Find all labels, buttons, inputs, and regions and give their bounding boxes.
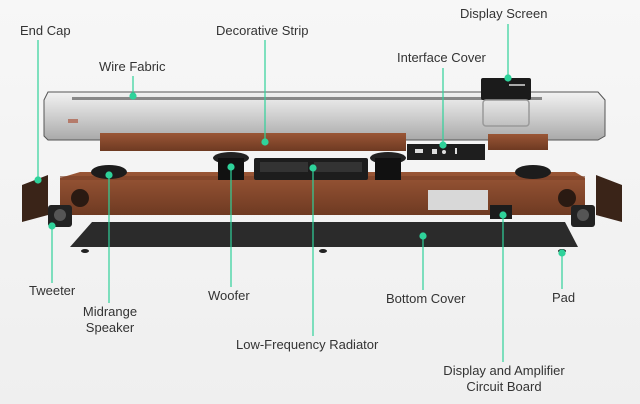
label-interface-cover: Interface Cover (397, 50, 486, 65)
label-low-frequency-radiator: Low-Frequency Radiator (236, 337, 379, 352)
label-bottom-cover: Bottom Cover (386, 291, 466, 306)
label-display-screen: Display Screen (460, 6, 548, 21)
label-end-cap: End Cap (20, 23, 71, 38)
end-cap-left (22, 175, 48, 222)
label-tweeter: Tweeter (29, 283, 76, 298)
label-circuit-line2: Circuit Board (466, 379, 542, 394)
leader-lines (34, 24, 566, 362)
display-screen-part (481, 78, 531, 127)
label-decorative-strip: Decorative Strip (216, 23, 309, 38)
end-cap-right (596, 175, 622, 222)
interface-cover-part (407, 144, 485, 160)
decorative-strip-right (488, 134, 548, 150)
label-woofer: Woofer (208, 288, 250, 303)
decorative-strip-left (100, 133, 406, 151)
label-midrange-line2: Speaker (85, 320, 135, 335)
label-wire-fabric: Wire Fabric (99, 59, 166, 74)
label-circuit-line1: Display and Amplifier (443, 363, 565, 378)
tweeters (48, 205, 595, 227)
label-midrange-line1: Midrange (82, 304, 138, 319)
bottom-cover-part (70, 222, 578, 253)
label-pad: Pad (552, 290, 576, 305)
wire-fabric-grille (43, 91, 606, 141)
